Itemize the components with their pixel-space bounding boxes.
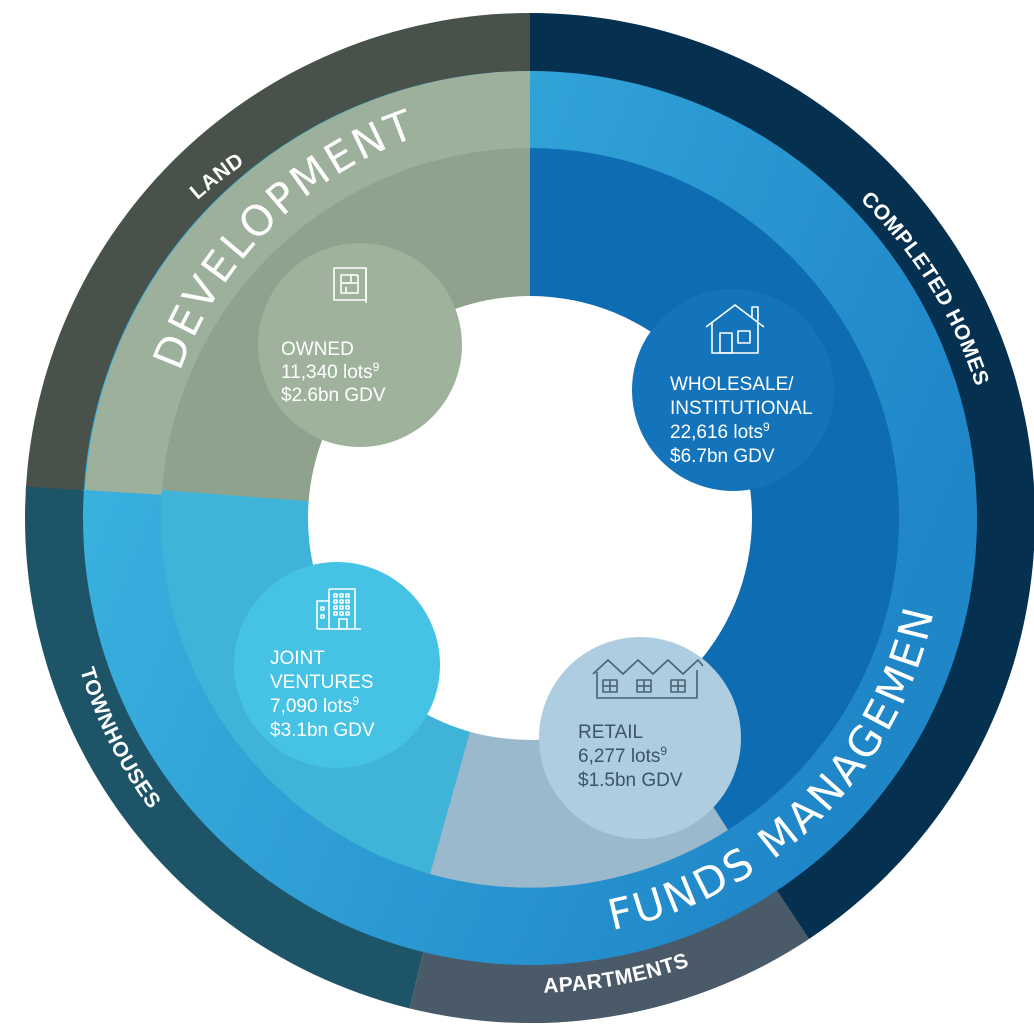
svg-text:7,090 lots9: 7,090 lots9 — [270, 694, 359, 717]
wholesale-title: WHOLESALE/ — [670, 374, 794, 395]
owned-lots: 11,340 lots — [281, 362, 373, 383]
svg-text:OWNED: OWNED — [281, 339, 354, 360]
svg-text:$1.5bn GDV: $1.5bn GDV — [578, 770, 683, 791]
apartment-building-icon — [316, 588, 361, 630]
svg-text:$6.7bn GDV: $6.7bn GDV — [670, 446, 775, 467]
svg-text:$2.6bn GDV: $2.6bn GDV — [281, 385, 386, 406]
retail-gdv: $1.5bn GDV — [578, 770, 683, 791]
svg-text:VENTURES: VENTURES — [270, 672, 373, 693]
owned-title: OWNED — [281, 339, 354, 360]
owned-gdv: $2.6bn GDV — [281, 385, 386, 406]
owned-node: OWNED 11,340 lots9 $2.6bn GDV — [258, 243, 462, 447]
wholesale-subtitle: INSTITUTIONAL — [670, 398, 813, 419]
wholesale-gdv: $6.7bn GDV — [670, 446, 775, 467]
svg-text:6,277 lots9: 6,277 lots9 — [578, 744, 667, 767]
blueprint-icon — [333, 267, 367, 303]
svg-text:11,340 lots9: 11,340 lots9 — [281, 360, 380, 383]
jv-title: JOINT — [270, 648, 325, 669]
jv-lots: 7,090 lots — [270, 696, 352, 717]
wholesale-lots-footnote: 9 — [763, 420, 770, 434]
terraced-houses-icon — [592, 659, 704, 699]
retail-node: RETAIL 6,277 lots9 $1.5bn GDV — [539, 637, 741, 839]
svg-text:WHOLESALE/: WHOLESALE/ — [670, 374, 794, 395]
house-icon — [705, 304, 765, 354]
retail-lots-footnote: 9 — [660, 744, 667, 758]
joint-ventures-node: JOINT VENTURES 7,090 lots9 $3.1bn GDV — [234, 562, 440, 768]
wholesale-lots: 22,616 lots — [670, 422, 763, 443]
svg-text:22,616 lots9: 22,616 lots9 — [670, 420, 770, 443]
retail-title: RETAIL — [578, 722, 643, 743]
retail-lots: 6,277 lots — [578, 746, 660, 767]
owned-lots-footnote: 9 — [373, 360, 380, 374]
jv-subtitle: VENTURES — [270, 672, 373, 693]
jv-lots-footnote: 9 — [352, 694, 359, 708]
jv-gdv: $3.1bn GDV — [270, 720, 375, 741]
svg-text:INSTITUTIONAL: INSTITUTIONAL — [670, 398, 813, 419]
svg-text:JOINT: JOINT — [270, 648, 325, 669]
svg-text:$3.1bn GDV: $3.1bn GDV — [270, 720, 375, 741]
wholesale-node: WHOLESALE/ INSTITUTIONAL 22,616 lots9 $6… — [632, 289, 834, 491]
svg-text:RETAIL: RETAIL — [578, 722, 643, 743]
